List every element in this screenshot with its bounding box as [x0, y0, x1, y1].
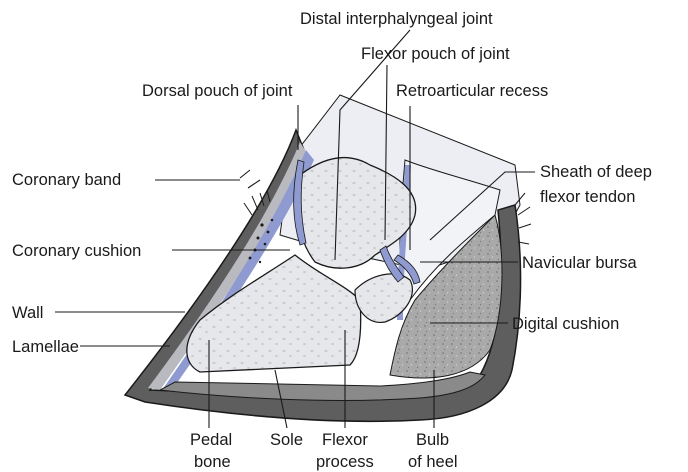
label-pedal-line1: Pedal [190, 431, 232, 449]
label-coronary-band: Coronary band [12, 171, 121, 189]
label-digital-cushion: Digital cushion [512, 315, 619, 333]
label-distal-interphalangeal-joint: Distal interphalyngeal joint [300, 10, 493, 28]
label-sole: Sole [270, 431, 303, 449]
label-sheath-line1: Sheath of deep [540, 163, 652, 181]
label-dorsal-pouch-of-joint: Dorsal pouch of joint [142, 82, 293, 100]
label-flexor-process-line1: Flexor [322, 431, 368, 449]
label-wall: Wall [12, 304, 43, 322]
label-navicular-bursa: Navicular bursa [522, 254, 637, 272]
navicular-bone [355, 274, 412, 322]
label-bulb-line1: Bulb [416, 431, 449, 449]
pedal-bone-region [187, 255, 361, 372]
label-flexor-process-line2: process [316, 453, 374, 471]
label-sheath-line2: flexor tendon [540, 188, 635, 206]
label-retroarticular-recess: Retroarticular recess [396, 82, 548, 100]
label-pedal-line2: bone [194, 453, 231, 471]
label-flexor-pouch-of-joint: Flexor pouch of joint [361, 45, 510, 63]
label-coronary-cushion: Coronary cushion [12, 242, 141, 260]
label-lamellae: Lamellae [12, 338, 79, 356]
label-bulb-line2: of heel [408, 453, 458, 471]
